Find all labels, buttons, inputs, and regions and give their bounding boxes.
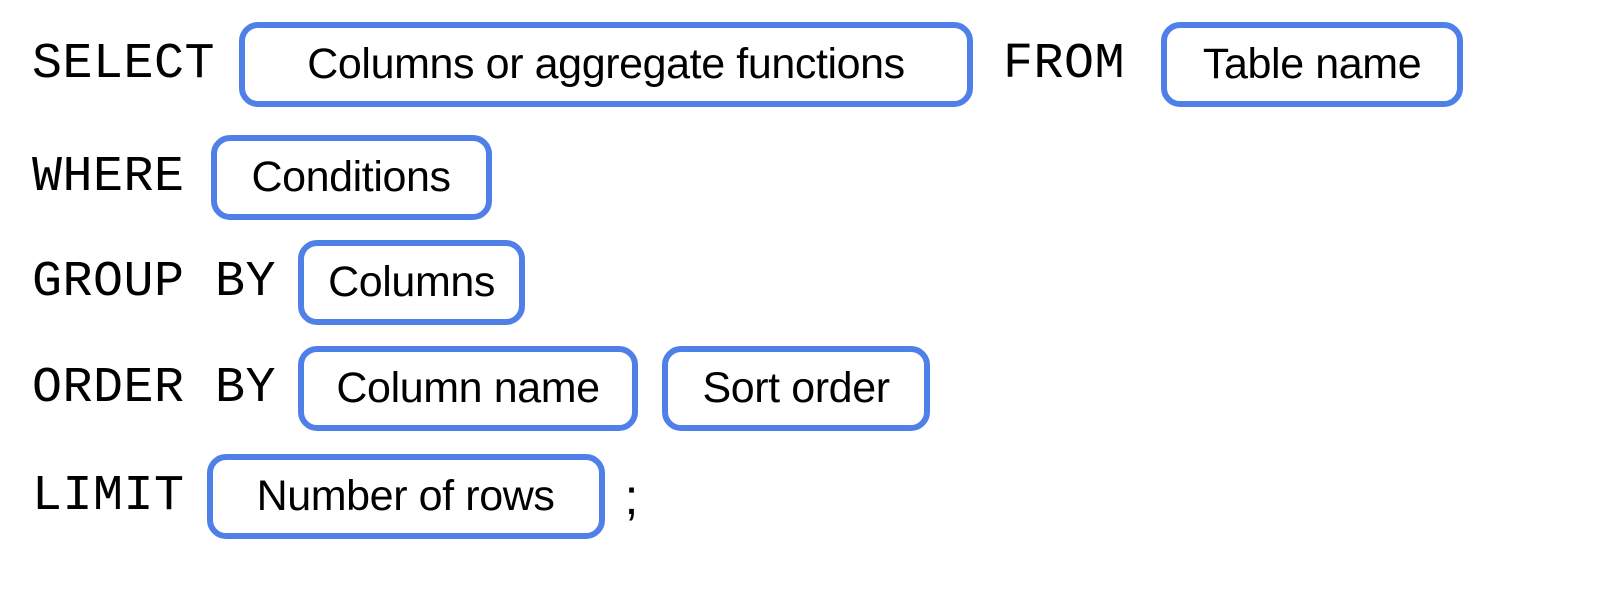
statement-terminator-semicolon: ; bbox=[624, 468, 639, 525]
slot-label-table-name: Table name bbox=[1202, 40, 1422, 88]
sql-keyword-order-by: ORDER BY bbox=[32, 359, 277, 417]
slot-label-number-of-rows: Number of rows bbox=[256, 472, 555, 520]
sql-clause-where-row: WHERE Conditions bbox=[0, 135, 1600, 220]
slot-columns[interactable]: Columns bbox=[298, 240, 526, 325]
slot-conditions[interactable]: Conditions bbox=[210, 135, 492, 220]
slot-number-of-rows[interactable]: Number of rows bbox=[206, 454, 605, 539]
slot-column-name[interactable]: Column name bbox=[298, 346, 639, 431]
sql-keyword-limit: LIMIT bbox=[32, 467, 185, 525]
slot-label-columns: Columns bbox=[328, 258, 495, 306]
sql-keyword-select: SELECT bbox=[32, 35, 216, 93]
sql-clause-select-row: SELECT Columns or aggregate functions FR… bbox=[0, 22, 1600, 107]
slot-label-column-name: Column name bbox=[336, 364, 600, 412]
sql-clause-group-by-row: GROUP BY Columns bbox=[0, 240, 1600, 325]
slot-label-columns-or-aggregate-functions: Columns or aggregate functions bbox=[307, 40, 905, 88]
sql-clause-limit-row: LIMIT Number of rows ; bbox=[0, 454, 1600, 539]
slot-columns-or-aggregate-functions[interactable]: Columns or aggregate functions bbox=[239, 22, 974, 107]
slot-label-sort-order: Sort order bbox=[702, 364, 890, 412]
sql-clause-order-by-row: ORDER BY Column name Sort order bbox=[0, 346, 1600, 431]
slot-sort-order[interactable]: Sort order bbox=[662, 346, 931, 431]
slot-table-name[interactable]: Table name bbox=[1161, 22, 1464, 107]
sql-keyword-group-by: GROUP BY bbox=[32, 253, 277, 311]
slot-label-conditions: Conditions bbox=[251, 153, 451, 201]
sql-keyword-where: WHERE bbox=[32, 148, 185, 206]
sql-keyword-from: FROM bbox=[1003, 35, 1126, 93]
